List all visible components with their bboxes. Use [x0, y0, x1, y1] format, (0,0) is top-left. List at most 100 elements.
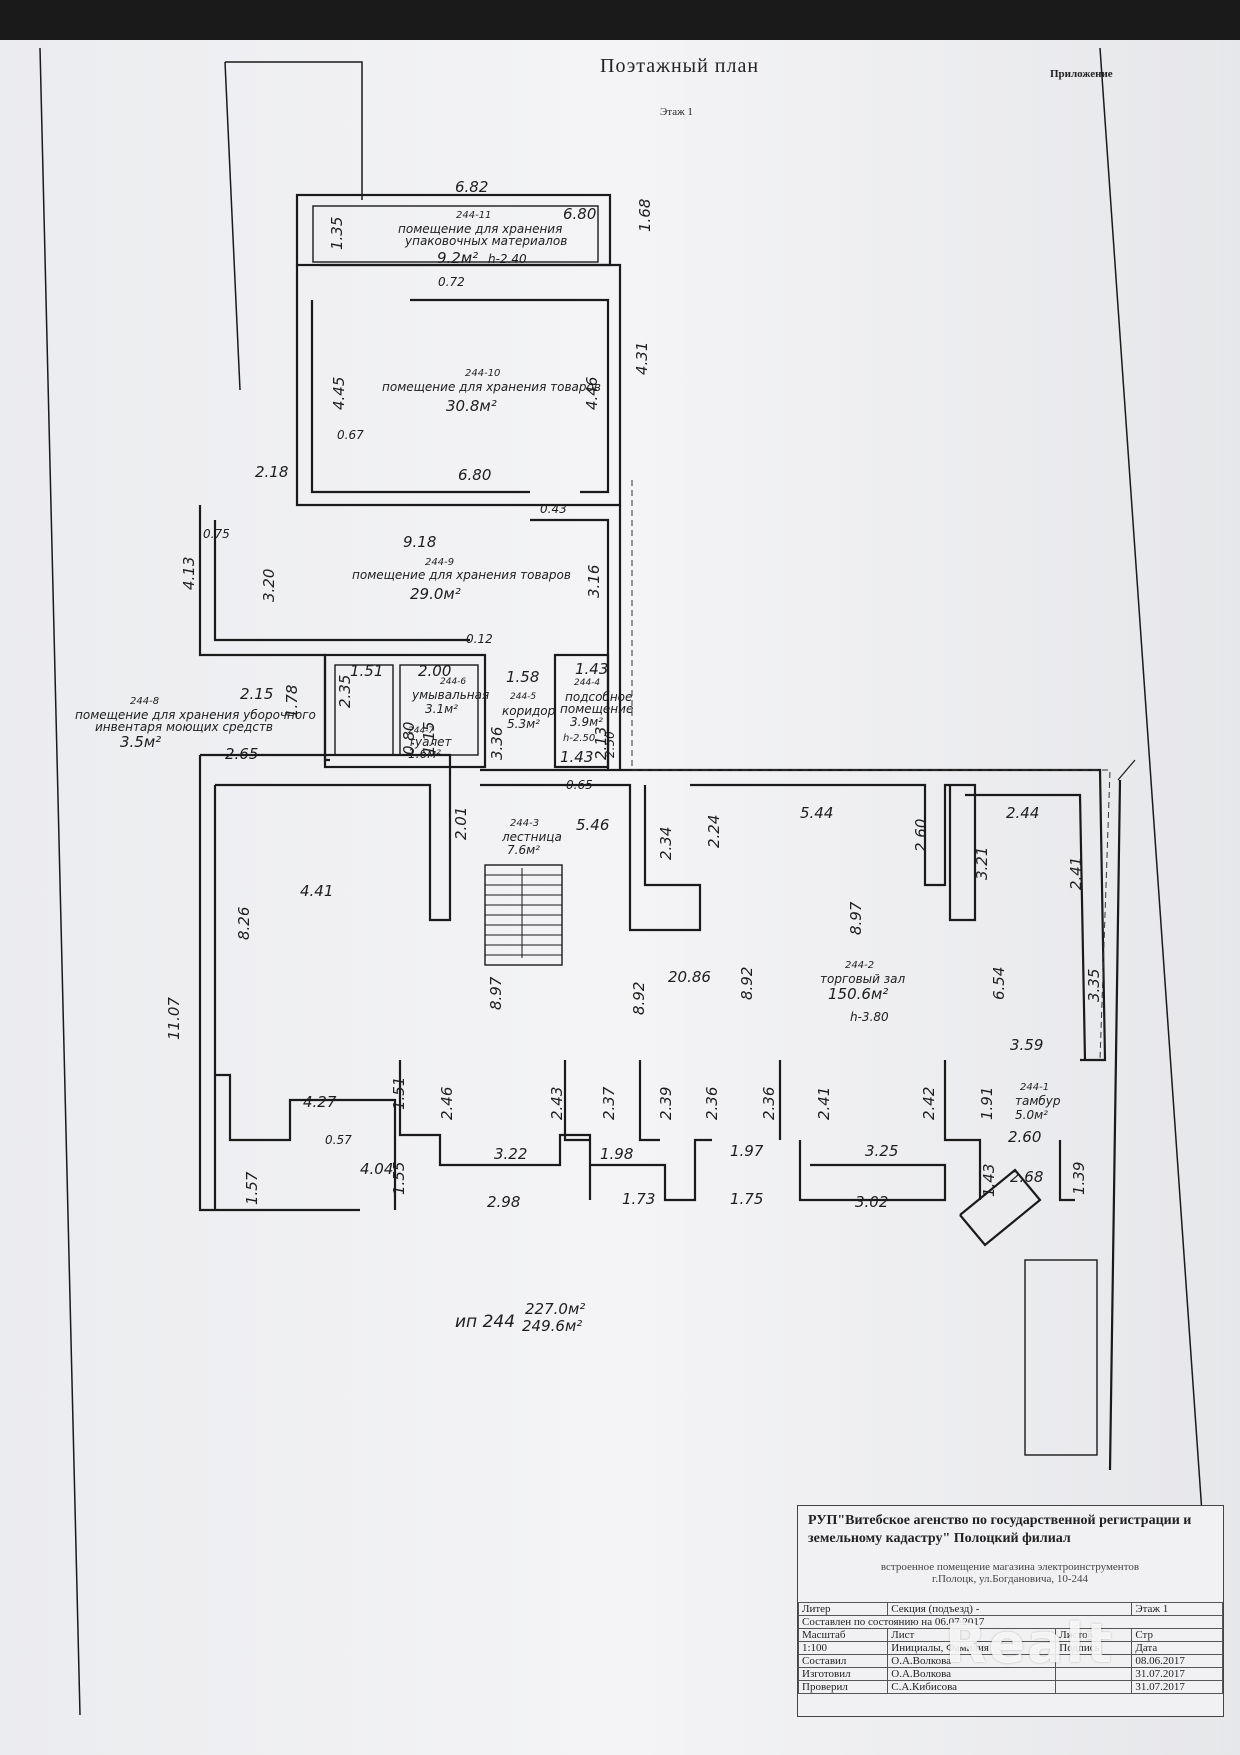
room-9-id: 244-9 — [425, 557, 455, 568]
dim-4-45: 4.45 — [330, 376, 348, 410]
dim-4-46: 4.46 — [583, 376, 601, 410]
dim-1-35: 1.35 — [328, 216, 346, 250]
room-1-area: 5.0м² — [1015, 1108, 1048, 1122]
dim-3-59: 3.59 — [1010, 1036, 1044, 1054]
dim-2-41-b: 2.41 — [815, 1086, 833, 1120]
room-5-name: коридор — [502, 704, 556, 718]
dim-2-43: 2.43 — [548, 1086, 566, 1120]
table-row: Изготовил О.А.Волкова 31.07.2017 — [797, 1667, 1223, 1681]
dim-8-92-b: 8.92 — [738, 966, 756, 1000]
stamp-cell: С.А.Кибисова — [887, 1680, 1057, 1694]
totals-area-2: 249.6м² — [522, 1317, 583, 1335]
dim-8-26: 8.26 — [235, 906, 253, 940]
room-4-height: h-2.50 — [563, 733, 596, 744]
stamp-cell: Проверил — [797, 1680, 889, 1694]
dim-3-22: 3.22 — [494, 1145, 528, 1163]
dim-2-50: 2.50 — [603, 731, 617, 758]
room-1-id: 244-1 — [1020, 1082, 1050, 1093]
room-6-id: 244-6 — [440, 677, 467, 687]
dim-2-42: 2.42 — [920, 1086, 938, 1120]
dim-3-35: 3.35 — [1085, 968, 1103, 1002]
dim-4-27: 4.27 — [303, 1093, 337, 1111]
stamp-cell: Составил — [797, 1654, 889, 1668]
title-block: РУП"Витебское агенство по государственно… — [797, 1505, 1224, 1717]
room-2-area: 150.6м² — [828, 985, 889, 1003]
room-3-name: лестница — [502, 830, 562, 844]
dim-2-68: 2.68 — [1010, 1168, 1044, 1186]
dim-0-12: 0.12 — [466, 632, 493, 646]
dim-8-97-b: 8.97 — [487, 976, 505, 1010]
room-8-area: 3.5м² — [120, 733, 162, 751]
dim-4-41: 4.41 — [300, 882, 334, 900]
dim-1-98: 1.98 — [600, 1145, 634, 1163]
dim-8-92-a: 8.92 — [630, 981, 648, 1015]
stamp-cell: 1:100 — [797, 1641, 889, 1655]
dim-2-44: 2.44 — [1006, 804, 1040, 822]
dim-2-36-a: 2.36 — [703, 1086, 721, 1120]
scan-top-band — [0, 0, 1240, 42]
dim-0-80: 0.80 — [400, 721, 418, 755]
plan-title: Поэтажный план — [600, 55, 760, 77]
dim-4-04: 4.04 — [360, 1160, 394, 1178]
dim-0-72: 0.72 — [438, 275, 465, 289]
stamp-cell: 31.07.2017 — [1131, 1667, 1223, 1681]
stamp-cell: 31.07.2017 — [1131, 1680, 1223, 1694]
dim-2-41-a: 2.41 — [1067, 856, 1085, 890]
dim-3-20: 3.20 — [260, 568, 278, 602]
room-8-name-1: помещение для хранения уборочного — [75, 708, 316, 722]
dim-2-36-b: 2.36 — [760, 1086, 778, 1120]
room-2-name: торговый зал — [820, 972, 906, 986]
dim-3-02: 3.02 — [855, 1193, 889, 1211]
dim-2-46: 2.46 — [438, 1086, 456, 1120]
dim-5-46: 5.46 — [576, 816, 610, 834]
room-4-area: 3.9м² — [570, 715, 603, 729]
dim-1-75: 1.75 — [730, 1190, 764, 1208]
room-1-name: тамбур — [1015, 1094, 1061, 1108]
room-9-name: помещение для хранения товаров — [352, 568, 571, 582]
dim-1-78: 1.78 — [283, 684, 301, 718]
dim-3-16: 3.16 — [585, 564, 603, 598]
dim-2-24: 2.24 — [705, 814, 723, 848]
stamp-cell: Дата — [1131, 1641, 1223, 1655]
stamp-cell: Стр — [1131, 1628, 1223, 1642]
dim-3-36: 3.36 — [488, 726, 506, 760]
room-9-area: 29.0м² — [410, 585, 461, 603]
stamp-organization: РУП"Витебское агенство по государственно… — [808, 1513, 1192, 1546]
room-2-id: 244-2 — [845, 960, 875, 971]
dim-0-57: 0.57 — [325, 1133, 352, 1147]
dim-2-01: 2.01 — [452, 806, 470, 840]
room-10-name: помещение для хранения товаров — [382, 380, 601, 394]
stamp-cell: Этаж 1 — [1131, 1602, 1223, 1616]
room-11-name-2: упаковочных материалов — [405, 234, 568, 248]
dim-5-44: 5.44 — [800, 804, 834, 822]
totals-label: ип 244 — [455, 1312, 516, 1332]
dim-1-55: 1.55 — [390, 1161, 408, 1195]
room-8-name-2: инвентаря моющих средств — [95, 720, 274, 734]
dim-2-15: 2.15 — [240, 685, 274, 703]
dim-1-57: 1.57 — [243, 1171, 261, 1205]
room-7-area: 1.6м² — [408, 747, 441, 761]
dim-0-67: 0.67 — [337, 428, 364, 442]
room-4-name-2: помещение — [560, 702, 634, 716]
dim-6-82: 6.82 — [455, 178, 489, 196]
room-8-id: 244-8 — [130, 696, 160, 707]
stamp-object-line-2: г.Полоцк, ул.Богдановича, 10-244 — [931, 1573, 1089, 1585]
dim-2-35: 2.35 — [336, 674, 354, 708]
dim-1-91: 1.91 — [978, 1086, 996, 1120]
dim-6-80-mid: 6.80 — [458, 466, 492, 484]
dim-6-80-top: 6.80 — [563, 205, 597, 223]
dim-1-39: 1.39 — [1070, 1161, 1088, 1195]
dim-3-25: 3.25 — [865, 1142, 899, 1160]
table-row: Литер Секция (подъезд) - Этаж 1 — [797, 1602, 1223, 1616]
stamp-cell: Литер — [797, 1602, 889, 1616]
dim-0-43: 0.43 — [540, 502, 567, 516]
dim-2-98: 2.98 — [487, 1193, 521, 1211]
stamp-cell — [1055, 1680, 1133, 1694]
dim-2-00: 2.00 — [418, 662, 452, 680]
dim-8-97-a: 8.97 — [847, 901, 865, 935]
room-3-area: 7.6м² — [507, 843, 540, 857]
table-row: Проверил С.А.Кибисова 31.07.2017 — [797, 1680, 1223, 1694]
room-4-name-1: подсобное — [565, 690, 633, 704]
dim-1-43-c: 1.43 — [980, 1163, 998, 1197]
